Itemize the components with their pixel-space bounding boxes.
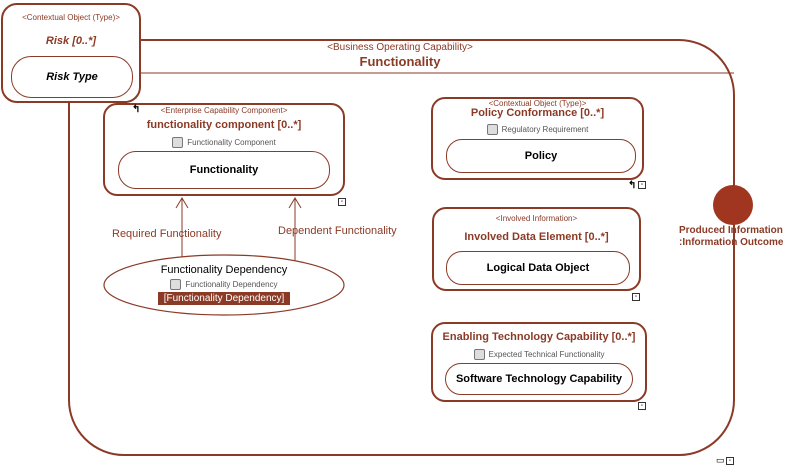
port-label-line2: :Information Outcome (679, 237, 784, 248)
port-arrow-icon: ↰ (132, 104, 141, 115)
policy-pill[interactable]: Policy (446, 139, 636, 173)
outer-title: Functionality (359, 54, 441, 69)
outer-stereotype: <Business Operating Capability> (327, 42, 473, 53)
outer-capability-frame (68, 39, 735, 456)
port-label: Produced Information :Information Outcom… (679, 225, 783, 249)
policy-type: Regulatory Requirement (501, 125, 589, 134)
expand-corner-icon[interactable]: ▫ (726, 457, 734, 465)
database-icon (486, 124, 498, 135)
expand-corner-icon[interactable]: ▫ (638, 181, 646, 189)
risk-title: Risk [0..*] (45, 35, 97, 47)
policy-stereotype: <Contextual Object (Type)> (488, 99, 587, 108)
risk-part[interactable]: <Contextual Object (Type)> Risk [0..*] R… (1, 3, 141, 103)
risk-stereotype: <Contextual Object (Type)> (22, 13, 120, 22)
component-type: Functionality Component (187, 138, 276, 147)
dependent-arrowhead (288, 197, 302, 209)
dependent-functionality-label: Dependent Functionality (278, 225, 397, 237)
enabling-type: Expected Technical Functionality (488, 350, 605, 359)
policy-type-line: Regulatory Requirement (433, 124, 642, 135)
functionality-pill[interactable]: Functionality (118, 151, 330, 189)
dependency-type-line: Functionality Dependency (124, 279, 324, 290)
policy-title: Policy Conformance [0..*] (470, 107, 605, 119)
dependency-title: Functionality Dependency (160, 264, 288, 276)
expand-corner-icon[interactable]: ▫ (632, 293, 640, 301)
comment-icon[interactable]: ▭ (716, 455, 725, 465)
enabling-type-line: Expected Technical Functionality (433, 349, 645, 360)
required-functionality-label: Required Functionality (112, 228, 222, 240)
database-icon (172, 137, 184, 148)
component-type-line: Functionality Component (105, 137, 343, 148)
produced-information-port (713, 185, 753, 225)
required-arrowhead (175, 197, 189, 209)
involved-title: Involved Data Element [0..*] (464, 231, 609, 243)
database-icon (170, 279, 182, 290)
expand-corner-icon[interactable]: ▫ (638, 402, 646, 410)
software-technology-pill[interactable]: Software Technology Capability (445, 363, 633, 395)
functionality-component-part[interactable]: <Enterprise Capability Component> functi… (103, 103, 345, 196)
logical-data-object-pill[interactable]: Logical Data Object (446, 251, 630, 285)
policy-part[interactable]: <Contextual Object (Type)> Policy Confor… (431, 97, 644, 180)
dependency-type: Functionality Dependency (185, 280, 278, 289)
port-label-line1: Produced Information (679, 225, 783, 236)
risk-type-pill[interactable]: Risk Type (11, 56, 133, 98)
involved-stereotype: <Involved Information> (495, 214, 578, 223)
component-stereotype: <Enterprise Capability Component> (160, 106, 288, 115)
involved-data-part[interactable]: <Involved Information> Involved Data Ele… (432, 207, 641, 291)
expand-corner-icon[interactable]: ▫ (338, 198, 346, 206)
component-title: functionality component [0..*] (146, 119, 302, 131)
port-arrow-icon: ↰ (628, 180, 637, 191)
dependency-tag[interactable]: [Functionality Dependency] (158, 292, 290, 305)
enabling-technology-part[interactable]: Enabling Technology Capability [0..*] Ex… (431, 322, 647, 402)
database-icon (473, 349, 485, 360)
enabling-title: Enabling Technology Capability [0..*] (442, 331, 636, 343)
